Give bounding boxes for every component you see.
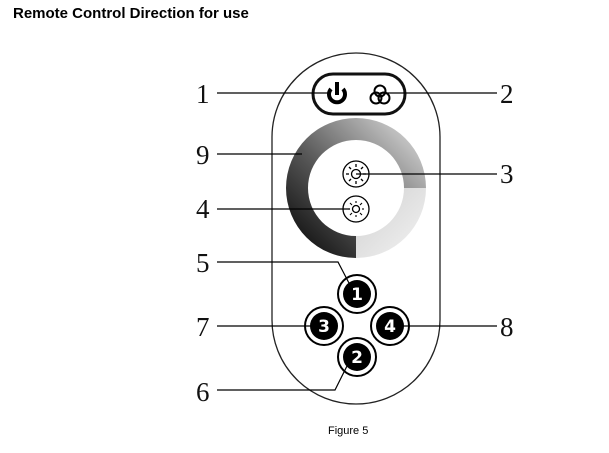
leader-lines [217, 92, 497, 391]
callout-4: 4 [196, 194, 210, 224]
button-2[interactable]: 2 [337, 337, 377, 377]
button-4-label: 4 [384, 317, 396, 337]
button-3[interactable]: 3 [304, 306, 344, 346]
callout-2: 2 [500, 79, 514, 109]
button-1-label: 1 [351, 285, 363, 305]
page-title: Remote Control Direction for use [13, 5, 249, 22]
callout-9: 9 [196, 140, 210, 170]
callout-8: 8 [500, 312, 514, 342]
callout-5: 5 [196, 248, 210, 278]
button-4[interactable]: 4 [370, 306, 410, 346]
callout-6: 6 [196, 377, 210, 407]
button-3-label: 3 [318, 317, 330, 337]
callout-7: 7 [196, 312, 210, 342]
touch-ring[interactable] [286, 118, 426, 258]
callout-1: 1 [196, 79, 210, 109]
button-1[interactable]: 1 [337, 274, 377, 314]
button-2-label: 2 [351, 348, 363, 368]
figure-caption: Figure 5 [328, 425, 369, 437]
callout-3: 3 [500, 159, 514, 189]
top-button-pill [311, 72, 407, 116]
